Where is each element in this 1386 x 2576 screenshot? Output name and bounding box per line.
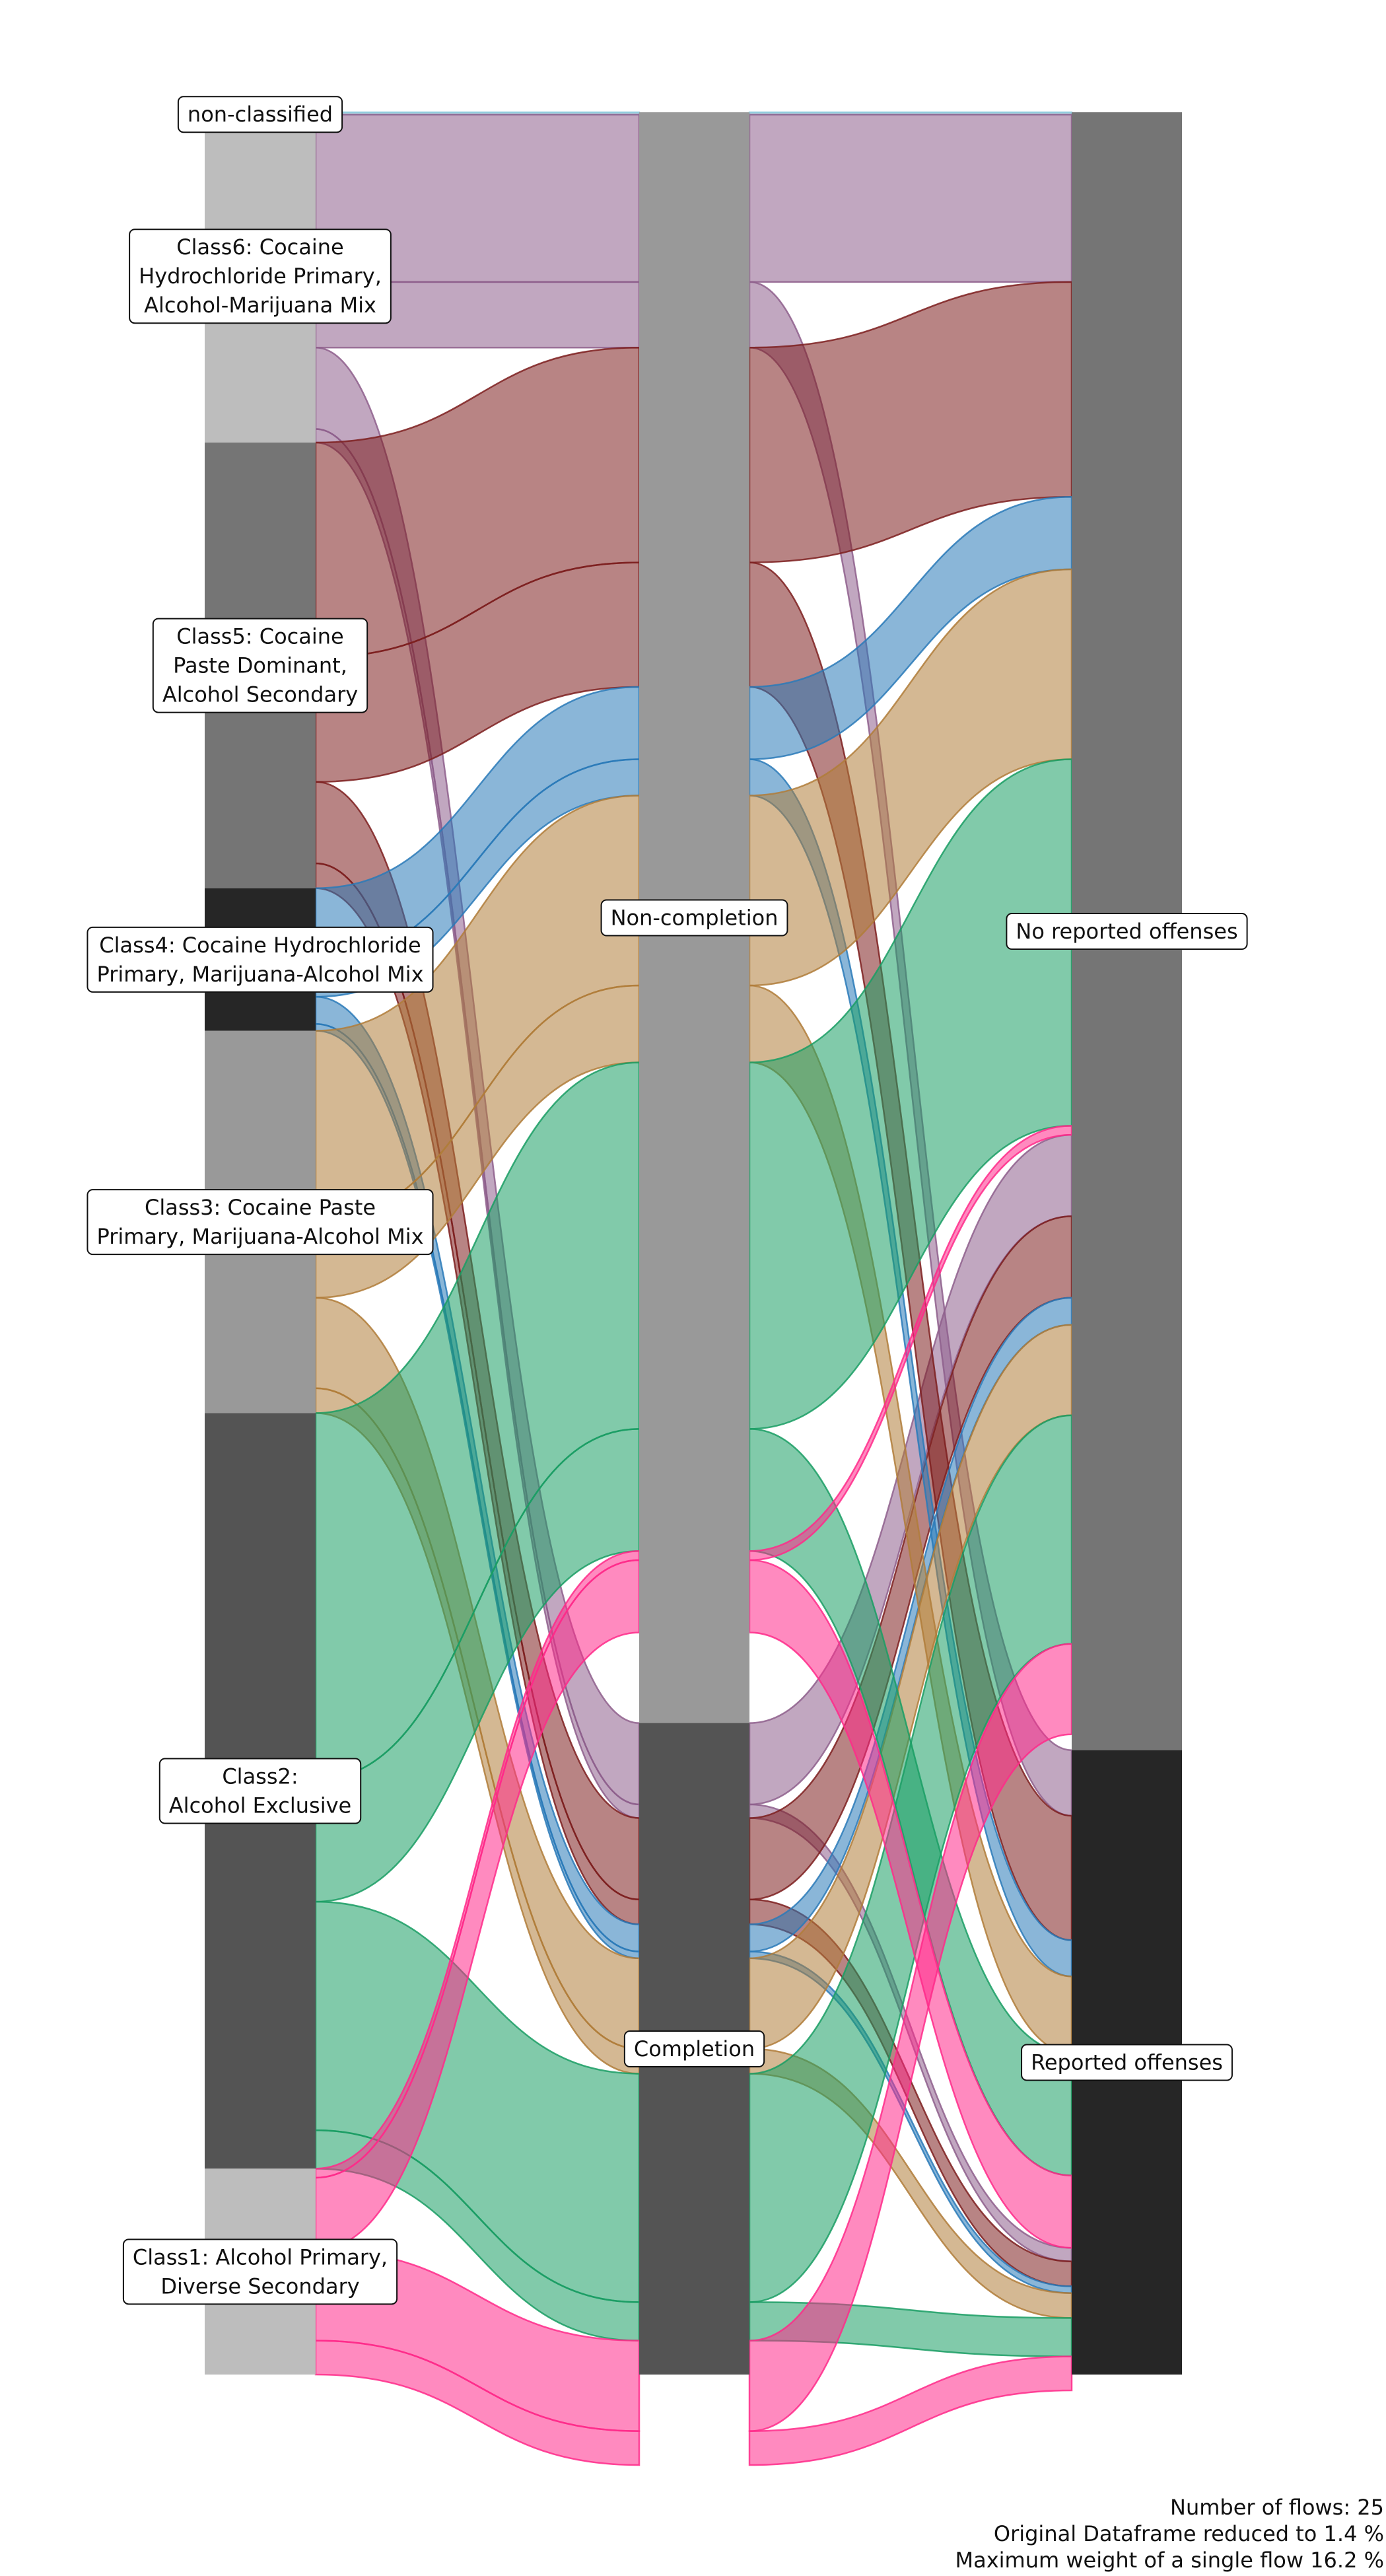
label-box-c6 bbox=[129, 229, 392, 324]
label-text-comp: Completion bbox=[634, 2036, 755, 2061]
footnote-reduction: Original Dataframe reduced to 1.4 % bbox=[993, 2521, 1384, 2546]
label-text-noro: No reported offenses bbox=[1016, 919, 1237, 944]
label-box-noro bbox=[1006, 913, 1248, 950]
label-text-c2: Class2:Alcohol Exclusive bbox=[169, 1764, 351, 1818]
label-text-c1: Class1: Alcohol Primary,Diverse Secondar… bbox=[133, 2244, 388, 2299]
footnote-max-weight: Maximum weight of a single flow 16.2 % bbox=[955, 2548, 1384, 2573]
label-box-c1 bbox=[122, 2238, 398, 2305]
label-text-repo: Reported offenses bbox=[1031, 2050, 1223, 2075]
label-comp: Completion bbox=[623, 2030, 765, 2067]
footnotes: Number of flows: 25 Original Dataframe r… bbox=[955, 2494, 1384, 2573]
label-noro: No reported offenses bbox=[1006, 913, 1248, 950]
label-c2: Class2:Alcohol Exclusive bbox=[158, 1758, 362, 1824]
label-text-nc: non-classified bbox=[188, 102, 333, 127]
footnote-flows: Number of flows: 25 bbox=[1170, 2495, 1384, 2520]
label-nc: non-classified bbox=[177, 96, 343, 133]
label-repo: Reported offenses bbox=[1021, 2044, 1233, 2081]
flow-nonc-to-noro-from-c6 bbox=[748, 114, 1073, 283]
flow-comp-to-repo-from-c1 bbox=[748, 2355, 1073, 2466]
label-text-nonc: Non-completion bbox=[611, 906, 779, 931]
label-box-repo bbox=[1021, 2044, 1233, 2081]
label-box-nonc bbox=[600, 899, 788, 937]
flows-layer bbox=[314, 111, 1073, 2466]
label-box-c3 bbox=[87, 1189, 434, 1256]
label-box-c4 bbox=[87, 926, 434, 993]
label-c1: Class1: Alcohol Primary,Diverse Secondar… bbox=[122, 2238, 398, 2305]
label-box-c5 bbox=[152, 618, 368, 713]
label-nonc: Non-completion bbox=[600, 899, 788, 937]
label-box-comp bbox=[623, 2030, 765, 2067]
label-box-nc bbox=[177, 96, 343, 133]
label-box-c2 bbox=[158, 1758, 362, 1824]
flow-c1-to-comp bbox=[314, 2340, 641, 2466]
